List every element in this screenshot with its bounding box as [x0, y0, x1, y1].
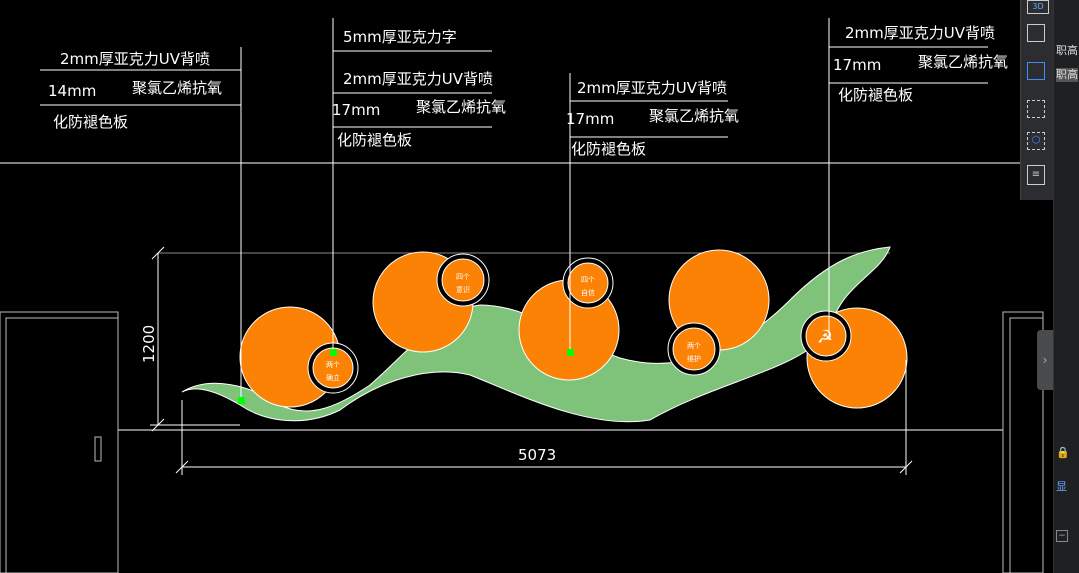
disc-label-line-1: 四个 — [456, 273, 470, 281]
callout-2-line-1: 5mm厚亚克力字 — [343, 28, 457, 46]
callout-4-line-1: 2mm厚亚克力UV背喷 — [845, 24, 995, 42]
callout-2-line-3: 17mm — [332, 101, 380, 119]
disc-label-line-1: 两个 — [687, 342, 701, 350]
disc-label-line-1: 四个 — [581, 276, 595, 284]
callout-4-line-2: 17mm — [833, 56, 881, 74]
display-tab[interactable]: 显 — [1056, 480, 1067, 493]
disc-label-line-2: 确立 — [326, 373, 340, 382]
construction-lines — [0, 162, 1044, 573]
view-toolbar: 3D ⬡ ≡ — [1020, 0, 1054, 200]
callout-1-line-1: 2mm厚亚克力UV背喷 — [60, 50, 210, 68]
grip-markers — [238, 349, 574, 404]
callout-4-line-4: 化防褪色板 — [838, 86, 913, 104]
box-select-icon[interactable]: ⬡ — [1027, 132, 1045, 150]
callout-1-line-4: 化防褪色板 — [53, 113, 128, 131]
small-orange-disc — [441, 258, 485, 302]
callout-3-line-3: 聚氯乙烯抗氧 — [649, 107, 739, 125]
panel-collapse-button[interactable]: › — [1037, 330, 1053, 390]
party-emblem-icon: ☭ — [817, 327, 833, 348]
callout-4-line-3: 聚氯乙烯抗氧 — [918, 53, 1008, 71]
disc-label-line-2: 维护 — [687, 354, 701, 363]
fullscreen-icon[interactable] — [1027, 100, 1045, 118]
callout-2-line-2: 2mm厚亚克力UV背喷 — [343, 70, 493, 88]
dimension-width: 5073 — [518, 446, 556, 464]
lock-icon[interactable]: 🔒 — [1056, 446, 1070, 459]
callout-2-line-4: 聚氯乙烯抗氧 — [416, 98, 506, 116]
collapse-tree-icon[interactable]: − — [1056, 530, 1068, 542]
disc-label-line-1: 两个 — [326, 361, 340, 369]
panel-item-1[interactable]: 职高 — [1056, 44, 1078, 57]
panel-item-2[interactable]: 职高 — [1056, 68, 1078, 82]
view-3d-button[interactable]: 3D — [1027, 0, 1049, 14]
disc-label-line-2: 意识 — [456, 285, 470, 294]
small-orange-disc — [567, 262, 609, 304]
small-orange-disc — [672, 327, 716, 371]
cube-view-blue-button[interactable] — [1027, 62, 1045, 80]
callout-3-line-2: 17mm — [566, 110, 614, 128]
properties-view-icon[interactable]: ≡ — [1027, 165, 1045, 185]
callout-2-line-5: 化防褪色板 — [337, 131, 412, 149]
cube-view-button[interactable] — [1027, 24, 1045, 42]
right-panel: 职高 职高 🔒 显 − — [1053, 0, 1079, 573]
dimension-lines — [150, 246, 913, 475]
leader-lines — [40, 18, 988, 400]
small-orange-disc — [805, 315, 847, 357]
callout-1-line-3: 聚氯乙烯抗氧 — [132, 79, 222, 97]
door-handle — [94, 436, 102, 462]
callout-3-line-4: 化防褪色板 — [571, 140, 646, 158]
dimension-height: 1200 — [140, 325, 158, 363]
callout-text: 2mm厚亚克力UV背喷 14mm 聚氯乙烯抗氧 化防褪色板 5mm厚亚克力字 2… — [48, 24, 1008, 158]
callout-3-line-1: 2mm厚亚克力UV背喷 — [577, 79, 727, 97]
disc-label-line-2: 自信 — [581, 288, 595, 297]
callout-1-line-2: 14mm — [48, 82, 96, 100]
